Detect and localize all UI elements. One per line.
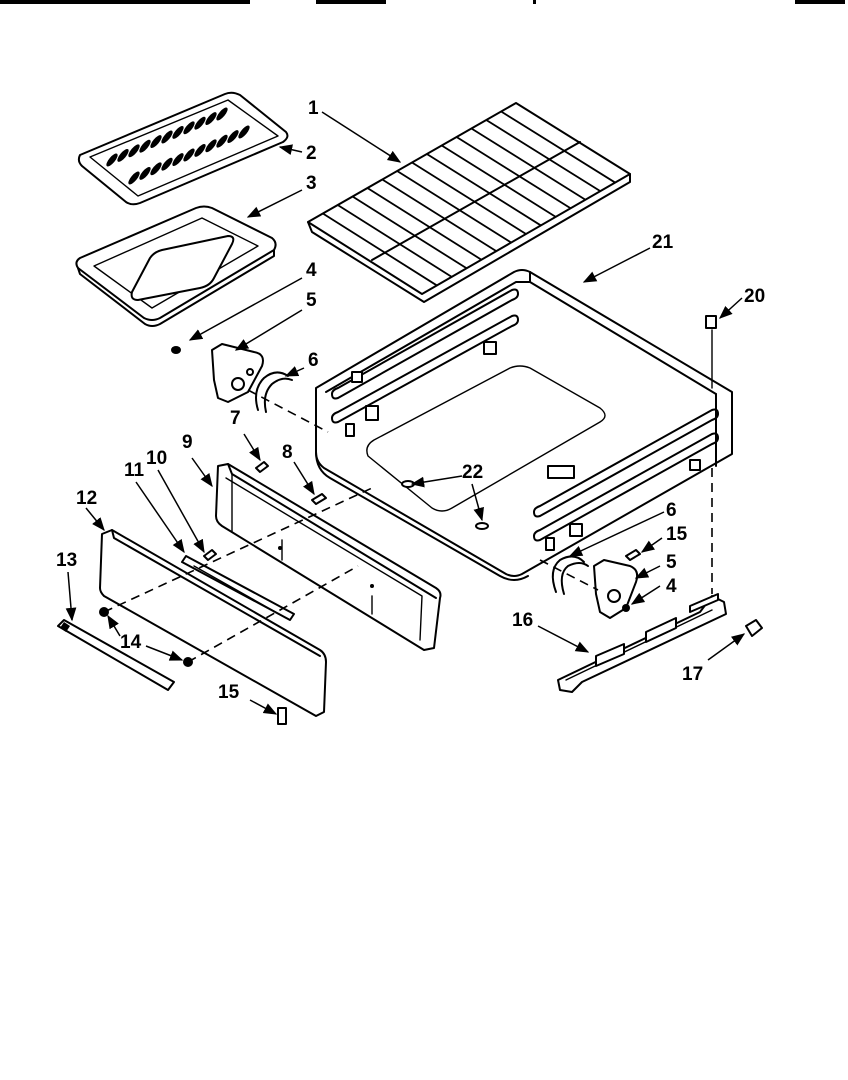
callout-10: 10 — [146, 448, 167, 469]
grid-slot — [216, 107, 228, 121]
drawer-front-panel — [215, 463, 442, 651]
callout-2: 2 — [306, 143, 317, 164]
tab — [547, 465, 575, 479]
grid-slot — [183, 121, 195, 135]
grid-slot — [150, 135, 162, 149]
grid-slot — [194, 143, 206, 157]
grid-slot — [150, 162, 162, 176]
rack-bar — [381, 178, 497, 252]
callout-15b: 15 — [666, 524, 688, 545]
grid-slot — [172, 125, 184, 139]
fasteners — [99, 315, 763, 725]
grid-slot — [238, 125, 250, 139]
grid-slot — [205, 112, 217, 126]
grid-slot — [128, 144, 140, 158]
rack-bar — [411, 161, 527, 235]
rack-bar — [485, 119, 601, 192]
drawer-body — [315, 269, 733, 581]
rack-bar — [352, 195, 468, 270]
rack-bar — [366, 187, 482, 261]
rack-bar — [441, 144, 557, 218]
rack-bar — [322, 212, 438, 287]
slide-rail — [557, 593, 727, 693]
tab — [365, 405, 379, 421]
callout-17: 17 — [682, 664, 703, 685]
tab — [345, 423, 355, 437]
grid-slot — [172, 153, 184, 167]
leader-lines — [65, 111, 746, 715]
callout-labels: 1 2 3 4 5 6 7 8 9 10 11 12 13 14 15 16 1… — [56, 98, 765, 703]
rack-bar — [426, 153, 542, 227]
callout-7: 7 — [230, 408, 241, 429]
callout-21: 21 — [652, 232, 674, 253]
grid-slot — [128, 171, 140, 185]
callout-12: 12 — [76, 488, 97, 509]
drawer-outer-panel — [99, 529, 327, 717]
grid-slot — [183, 148, 195, 162]
callout-4b: 4 — [666, 576, 677, 597]
callout-3: 3 — [306, 173, 317, 194]
broiler-grid — [77, 91, 289, 206]
tab — [483, 341, 497, 355]
tab — [569, 523, 583, 537]
rack-bar — [396, 170, 512, 244]
callout-13: 13 — [56, 550, 77, 571]
grid-slot — [205, 139, 217, 153]
handle-rod — [181, 555, 295, 621]
tab — [545, 537, 555, 551]
callout-8: 8 — [282, 442, 293, 463]
oven-rack — [307, 102, 631, 303]
rack-bar — [456, 136, 572, 210]
callout-6a: 6 — [308, 350, 319, 371]
tab — [351, 371, 363, 383]
tab — [689, 459, 701, 471]
rack-bar — [470, 127, 586, 201]
grid-slot — [117, 148, 129, 162]
cropped-header — [0, 0, 845, 4]
rack-bar — [337, 204, 453, 278]
callout-9: 9 — [182, 432, 193, 453]
rack-bar — [500, 110, 616, 184]
callout-16: 16 — [512, 610, 533, 631]
callout-6b: 6 — [666, 500, 677, 521]
grid-slot — [216, 134, 228, 148]
callout-1: 1 — [308, 98, 319, 119]
callout-20: 20 — [744, 286, 765, 307]
grid-slot — [161, 130, 173, 144]
callout-11: 11 — [124, 460, 145, 481]
trim-strip — [57, 619, 175, 691]
grid-slot — [227, 130, 239, 144]
callout-5a: 5 — [306, 290, 317, 311]
grid-slot — [139, 166, 151, 180]
assembly-lines — [103, 389, 713, 663]
broiler-pan — [75, 205, 277, 327]
callout-5b: 5 — [666, 552, 677, 573]
callout-4a: 4 — [306, 260, 317, 281]
grid-slot — [161, 157, 173, 171]
grid-slot — [139, 139, 151, 153]
callout-14: 14 — [120, 632, 142, 653]
grid-slot — [194, 116, 206, 130]
callout-22: 22 — [462, 462, 483, 483]
callout-15a: 15 — [218, 682, 240, 703]
grid-slot — [106, 153, 118, 167]
